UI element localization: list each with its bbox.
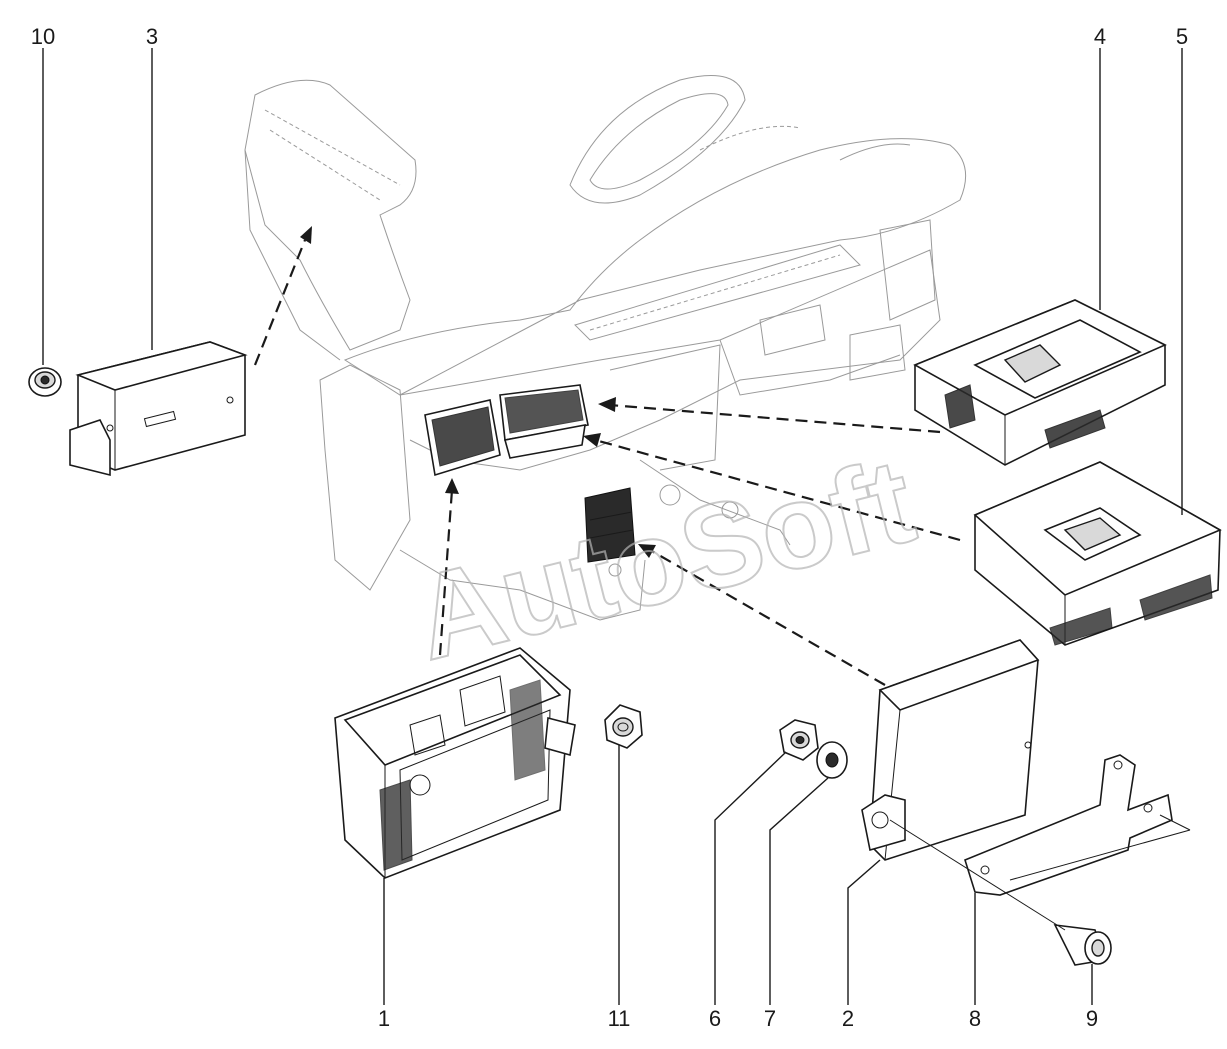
watermark-text: AutoSoft xyxy=(402,433,926,686)
callout-5: 5 xyxy=(1176,24,1188,49)
callout-6: 6 xyxy=(709,1006,721,1031)
part-6-nut xyxy=(779,719,819,761)
part-9-rivet xyxy=(1053,924,1112,966)
leader-lines xyxy=(42,48,1183,1005)
callout-10: 10 xyxy=(31,24,55,49)
part-4-module xyxy=(913,299,1167,466)
dashboard-assembly xyxy=(244,75,967,621)
callout-9: 9 xyxy=(1086,1006,1098,1031)
callout-2: 2 xyxy=(842,1006,854,1031)
part-5-module xyxy=(973,461,1222,646)
bolt-axis-lines xyxy=(889,814,1191,931)
callout-4: 4 xyxy=(1094,24,1106,49)
callout-labels: 10 3 4 5 1 11 6 7 2 8 9 xyxy=(31,24,1188,1031)
mounted-connector-c xyxy=(584,487,636,563)
part-2-module xyxy=(861,639,1040,861)
callout-8: 8 xyxy=(969,1006,981,1031)
part-8-bracket xyxy=(964,754,1173,896)
part-7-washer xyxy=(816,741,848,779)
part-1-module xyxy=(334,647,576,879)
mounted-connector-b xyxy=(499,384,589,459)
assembly-arrows xyxy=(253,226,961,686)
callout-1: 1 xyxy=(378,1006,390,1031)
mounted-connector-a xyxy=(424,399,501,477)
callout-3: 3 xyxy=(146,24,158,49)
part-11-nut xyxy=(604,704,643,749)
part-3-module xyxy=(69,341,248,477)
callout-7: 7 xyxy=(764,1006,776,1031)
callout-11: 11 xyxy=(608,1006,631,1031)
part-10-nut xyxy=(28,367,62,397)
